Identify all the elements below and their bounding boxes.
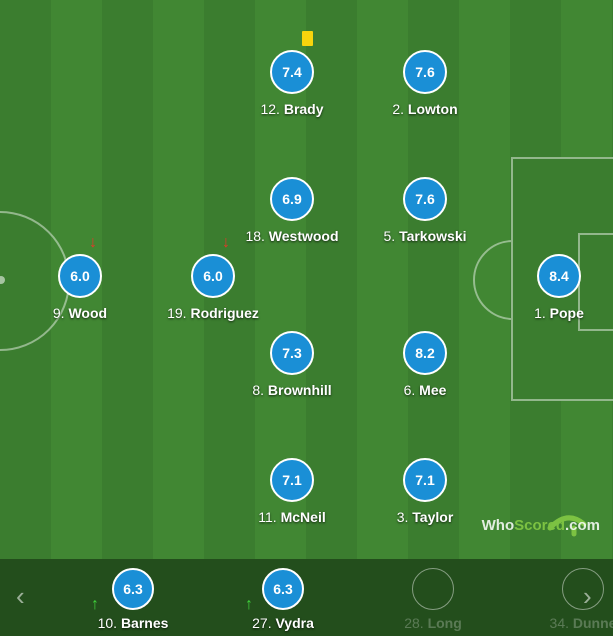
player-wood[interactable]: 6.0 9. Wood [10, 254, 150, 321]
player-brownhill[interactable]: 7.3 8. Brownhill [222, 331, 362, 398]
player-label: 19. Rodriguez [143, 305, 283, 321]
rating-badge: 6.3 [262, 568, 304, 610]
logo-prefix: Who [481, 517, 515, 534]
player-number: 2. [392, 101, 405, 117]
player-pope[interactable]: 8.4 1. Pope [489, 254, 613, 321]
rating-badge: 7.6 [403, 177, 447, 221]
player-label: 11. McNeil [222, 509, 362, 525]
player-name: Barnes [120, 615, 169, 631]
player-label: 18. Westwood [222, 228, 362, 244]
player-tarkowski[interactable]: 7.6 5. Tarkowski [355, 177, 495, 244]
sub-off-arrow-icon: ↓ [222, 234, 230, 251]
player-number: 18. [245, 228, 265, 244]
player-label: 8. Brownhill [222, 382, 362, 398]
player-number: 3. [396, 509, 409, 525]
sub-vydra[interactable]: 6.3 27. Vydra [218, 568, 348, 631]
player-label: 3. Taylor [355, 509, 495, 525]
substitutes-bench: ‹ 6.3 10. Barnes ↑ 6.3 27. Vydra ↑ 28. L… [0, 559, 613, 636]
whoscored-logo-icon [547, 515, 587, 537]
sub-off-arrow-icon: ↓ [89, 234, 97, 251]
rating-badge: 6.3 [112, 568, 154, 610]
player-number: 8. [252, 382, 264, 398]
player-label: 34. Dunne [518, 615, 613, 631]
rating-badge: 7.1 [403, 458, 447, 502]
player-label: 27. Vydra [218, 615, 348, 631]
player-mee[interactable]: 8.2 6. Mee [355, 331, 495, 398]
player-number: 27. [252, 615, 272, 631]
pitch: 7.4 12. Brady 7.6 2. Lowton 6.9 18. West… [0, 0, 613, 559]
player-number: 6. [403, 382, 416, 398]
rating-badge: 7.1 [270, 458, 314, 502]
player-number: 5. [383, 228, 396, 244]
rating-badge: 7.3 [270, 331, 314, 375]
rating-badge: 6.0 [58, 254, 102, 298]
player-number: 10. [97, 615, 118, 631]
logo-suffix: .com [564, 517, 600, 534]
player-name: Vydra [275, 615, 314, 631]
rating-badge: 6.9 [270, 177, 314, 221]
rating-badge: 8.2 [403, 331, 447, 375]
player-number: 12. [260, 101, 280, 117]
player-name: McNeil [280, 509, 326, 525]
player-label: 28. Long [368, 615, 498, 631]
player-name: Westwood [268, 228, 339, 244]
sub-barnes[interactable]: 6.3 10. Barnes [68, 568, 198, 631]
player-westwood[interactable]: 6.9 18. Westwood [222, 177, 362, 244]
player-name: Brady [283, 101, 324, 117]
player-number: 19. [167, 305, 187, 321]
player-name: Pope [549, 305, 584, 321]
player-number: 11. [258, 509, 277, 525]
player-label: 9. Wood [10, 305, 150, 321]
sub-long[interactable]: 28. Long [368, 568, 498, 631]
rating-badge: 8.4 [537, 254, 581, 298]
rating-badge: 6.0 [191, 254, 235, 298]
sub-on-arrow-icon: ↑ [245, 596, 253, 613]
player-name: Tarkowski [399, 228, 467, 244]
player-number: 9. [52, 305, 65, 321]
player-label: 10. Barnes [68, 615, 198, 631]
player-rodriguez[interactable]: 6.0 19. Rodriguez [143, 254, 283, 321]
player-label: 1. Pope [489, 305, 613, 321]
sub-dunne[interactable]: 34. Dunne [518, 568, 613, 631]
player-name: Dunne [572, 615, 613, 631]
rating-badge: 7.6 [403, 50, 447, 94]
player-name: Taylor [412, 509, 454, 525]
player-name: Mee [419, 382, 447, 398]
chevron-left-icon[interactable]: ‹ [16, 581, 25, 611]
rating-badge: 7.4 [270, 50, 314, 94]
player-brady[interactable]: 7.4 12. Brady [222, 50, 362, 117]
rating-badge-empty [412, 568, 454, 610]
player-label: 5. Tarkowski [355, 228, 495, 244]
yellow-card-icon [302, 31, 313, 46]
player-label: 2. Lowton [355, 101, 495, 117]
player-name: Brownhill [267, 382, 332, 398]
rating-badge-empty [562, 568, 604, 610]
sub-on-arrow-icon: ↑ [91, 596, 99, 613]
whoscored-logo: WhoScored.com [482, 517, 600, 534]
player-number: 28. [404, 615, 424, 631]
logo-highlight: Scored [514, 517, 565, 534]
player-number: 1. [534, 305, 546, 321]
player-name: Long [427, 615, 462, 631]
player-label: 6. Mee [355, 382, 495, 398]
player-mcneil[interactable]: 7.1 11. McNeil [222, 458, 362, 525]
player-name: Wood [68, 305, 108, 321]
player-number: 34. [549, 615, 569, 631]
center-spot [0, 276, 5, 284]
player-lowton[interactable]: 7.6 2. Lowton [355, 50, 495, 117]
player-name: Rodriguez [190, 305, 259, 321]
player-label: 12. Brady [222, 101, 362, 117]
player-name: Lowton [407, 101, 458, 117]
chevron-right-icon[interactable]: › [583, 581, 592, 611]
player-taylor[interactable]: 7.1 3. Taylor [355, 458, 495, 525]
